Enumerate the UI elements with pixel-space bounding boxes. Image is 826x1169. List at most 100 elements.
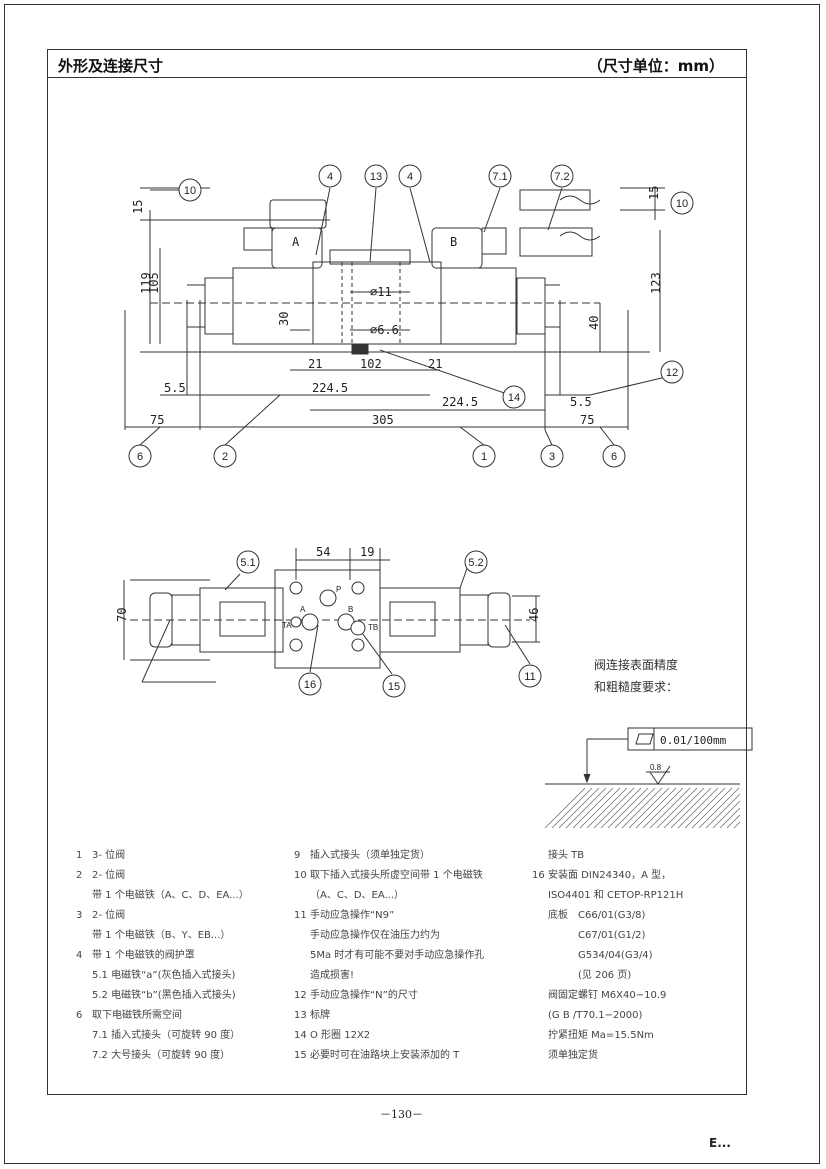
dim-40: 40 [587,316,601,330]
legend-item: C67/01(G1/2) [532,926,683,946]
dim-54: 54 [316,545,330,559]
dim-46: 46 [527,608,541,622]
hatch-line [719,807,741,829]
legend-text: 标牌 [310,1010,330,1021]
legend-text: （A、C、D、EA...） [310,890,405,901]
legend-number: 6 [76,1010,83,1021]
hatch-line [565,787,607,829]
legend-number: 9 [294,850,301,861]
callout-label: 4 [327,171,333,183]
callout-label: 14 [508,392,520,404]
coil-b-label: B [450,235,457,249]
legend-text: O 形圈 12X2 [310,1030,371,1041]
port-b: B [348,605,353,614]
legend-number: 3 [76,910,83,921]
legend-text: 阀固定螺钉 M6X40−10.9 [548,990,667,1001]
hatch-line [572,787,614,829]
tolerance-value: 0.01/100mm [660,734,727,747]
legend-item: 带 1 个电磁铁（B、Y、EB...） [76,926,249,946]
dim-15-left: 15 [131,200,145,214]
valve-body-left [232,267,314,345]
hatch-line [614,787,656,829]
legend-number: 4 [76,950,83,961]
legend-item: G534/04(G3/4) [532,946,683,966]
roughness-title: 阀连接表面精度 和粗糙度要求： [594,654,678,698]
legend-text: 造成损害! [310,970,355,981]
dim-102: 102 [360,357,382,371]
legend-item: ISO4401 和 CETOP-RP121H [532,886,683,906]
left-solenoid-nut [204,277,234,335]
hatch-line [684,787,726,829]
legend-text: (G B /T70.1−2000) [548,1010,643,1021]
dim-70: 70 [115,608,129,622]
legend-number: 13 [294,1010,307,1021]
hatch-line [551,787,593,829]
dim-224-5-b: 224.5 [442,395,478,409]
legend-text: 7.2 大号接头（可旋转 90 度） [92,1050,231,1061]
legend-item: 7.1 插入式接头（可旋转 90 度） [76,1026,249,1046]
brand-mark: E... [709,1136,731,1150]
legend-item: 手动应急操作仅在油压力约为 [294,926,484,946]
legend-number: 2 [76,870,83,881]
port-a: A [300,605,306,614]
callout-label: 2 [222,451,228,463]
coil-a-label: A [292,235,300,249]
hatch-line [691,787,733,829]
callout-label: 7.1 [492,171,507,183]
hatch-line [635,787,677,829]
callout-label: 10 [184,185,196,197]
callout-label: 5.1 [240,557,255,569]
legend-item: 接头 TB [532,846,683,866]
dim-305: 305 [372,413,394,427]
hatch-line [586,787,628,829]
roughness-line-1: 阀连接表面精度 [594,658,679,672]
callout-label: 15 [388,681,400,693]
legend-text: 3- 位阀 [92,850,126,861]
right-solenoid-nut [516,277,546,335]
page-number: －130－ [380,1108,423,1121]
legend-item: 5.2 电磁铁“b”(黑色插入式接头) [76,986,249,1006]
dia-6-6: ⌀6.6 [370,323,399,337]
legend-text: ISO4401 和 CETOP-RP121H [548,890,684,901]
legend-number: 16 [532,870,545,881]
legend-text: 5.2 电磁铁“b”(黑色插入式接头) [92,990,236,1001]
dim-5-5-right: 5.5 [570,395,592,409]
callout-label: 6 [137,451,143,463]
hatch-line [705,793,741,829]
legend-item: 阀固定螺钉 M6X40−10.9 [532,986,683,1006]
legend-text: 带 1 个电磁铁的阀护罩 [92,950,195,961]
legend-text: 带 1 个电磁铁（A、C、D、EA...） [92,890,249,901]
legend-number: 12 [294,990,307,1001]
hatch-line [544,787,586,829]
hatch-line [558,787,600,829]
legend-text: 取下插入式接头所虚空间带 1 个电磁铁 [310,870,483,881]
callout-label: 12 [666,367,678,379]
port-ta: TA [282,621,292,630]
hatch-line [656,787,698,829]
legend-text: 必要时可在油路块上安装添加的 T [310,1050,460,1061]
dim-21-left: 21 [308,357,322,371]
callout-label: 3 [549,451,555,463]
legend-text: (见 206 页) [548,970,632,981]
callout-label: 5.2 [468,557,483,569]
dim-19: 19 [360,545,374,559]
legend-number: 11 [294,910,307,921]
legend-item: 7.2 大号接头（可旋转 90 度） [76,1046,249,1066]
legend-text: 拧紧扭矩 Ma=15.5Nm [548,1030,654,1041]
legend-text: C67/01(G1/2) [548,930,646,941]
valve-body-right [440,267,517,345]
callout-label: 13 [370,171,382,183]
legend-text: G534/04(G3/4) [548,950,653,961]
dim-5-5-left: 5.5 [164,381,186,395]
legend-text: 须单独定货 [548,1050,598,1061]
legend-item: 须单独定货 [532,1046,683,1066]
